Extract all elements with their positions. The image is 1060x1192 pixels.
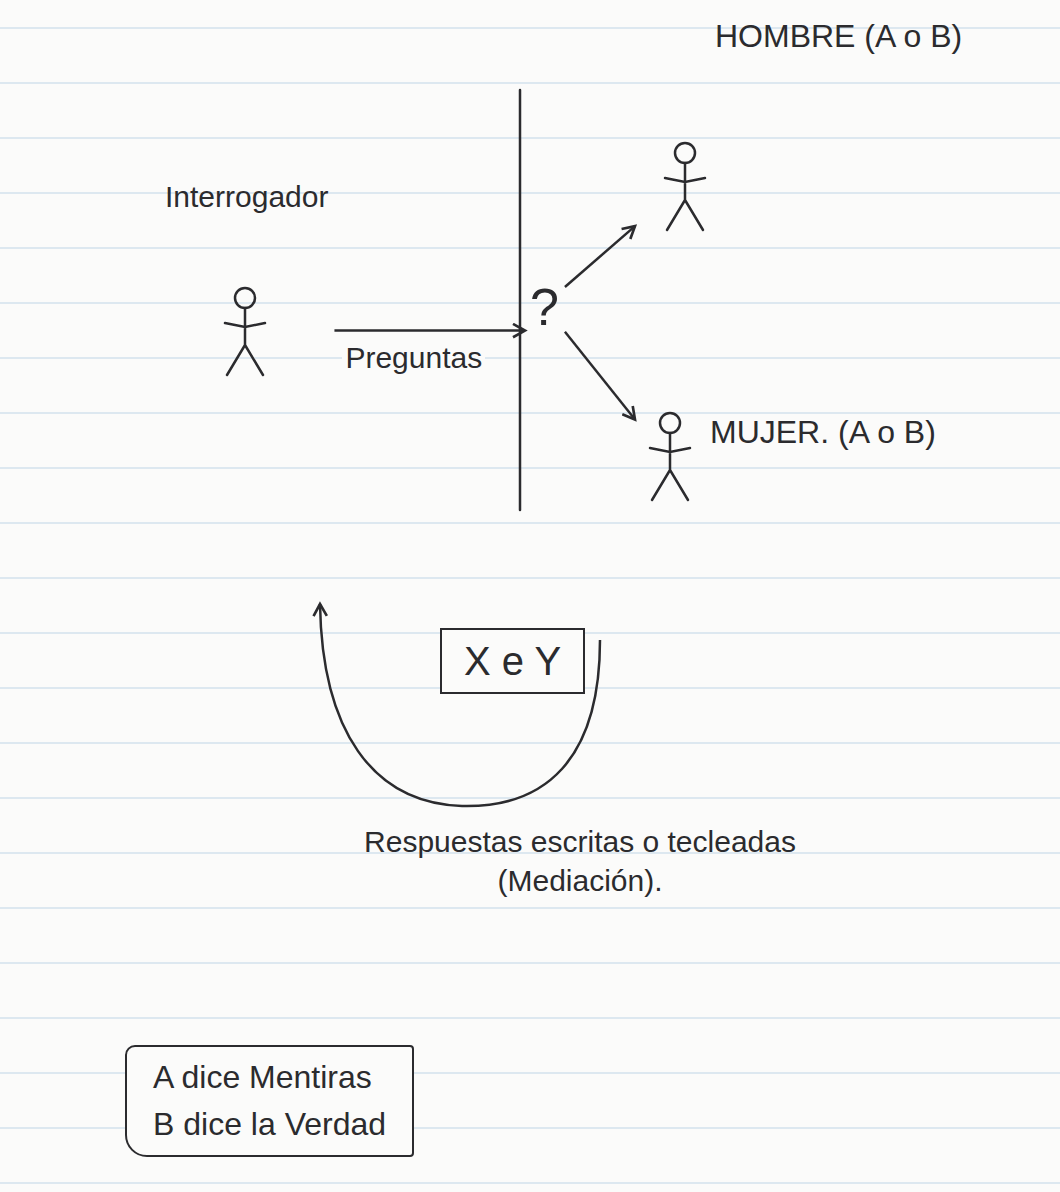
node-label: HOMBRE (A o B) [640,18,962,55]
node-label: Interrogador [165,180,328,215]
person-figure-node: HOMBRE (A o B) [640,18,962,235]
ruled-line [0,1017,1060,1019]
ruled-line [0,797,1060,799]
node-label: ? [530,278,559,338]
answer-return-arrow [320,604,600,806]
ruled-line [0,137,1060,139]
ruled-line [0,1182,1060,1184]
answer-box: X e Y [440,628,585,694]
ruled-line [0,192,1060,194]
ruled-line [0,247,1060,249]
rules-box: A dice Mentiras B dice la Verdad [125,1045,414,1157]
question-point: ? [530,278,559,338]
stick-figure [655,140,715,235]
ruled-line [0,907,1060,909]
person-figure-node: MUJER. (A o B) [640,410,936,505]
ruled-line [0,577,1060,579]
arrow-connector [565,332,635,420]
stick-figure [215,285,275,380]
arrow-connector [334,329,525,332]
ruled-line [0,82,1060,84]
ruled-line [0,357,1060,359]
caption-note: Respuestas escritas o tecleadas (Mediaci… [345,822,815,900]
stick-figure [640,410,700,505]
dividing-wall [519,90,522,510]
node-label: A dice Mentiras [153,1059,386,1096]
node-label: B dice la Verdad [153,1106,386,1143]
node-label: MUJER. (A o B) [710,414,936,451]
edge-label: Preguntas [342,341,485,376]
arrow-connector [565,226,635,287]
person-figure-node: Interrogador [165,180,328,380]
ruled-lines [0,28,1060,1183]
ruled-line [0,412,1060,414]
node-label: X e Y [464,638,561,684]
ruled-line [0,962,1060,964]
label-group: MUJER. (A o B) [710,410,936,451]
ruled-line [0,742,1060,744]
ruled-line [0,522,1060,524]
ruled-line [0,467,1060,469]
